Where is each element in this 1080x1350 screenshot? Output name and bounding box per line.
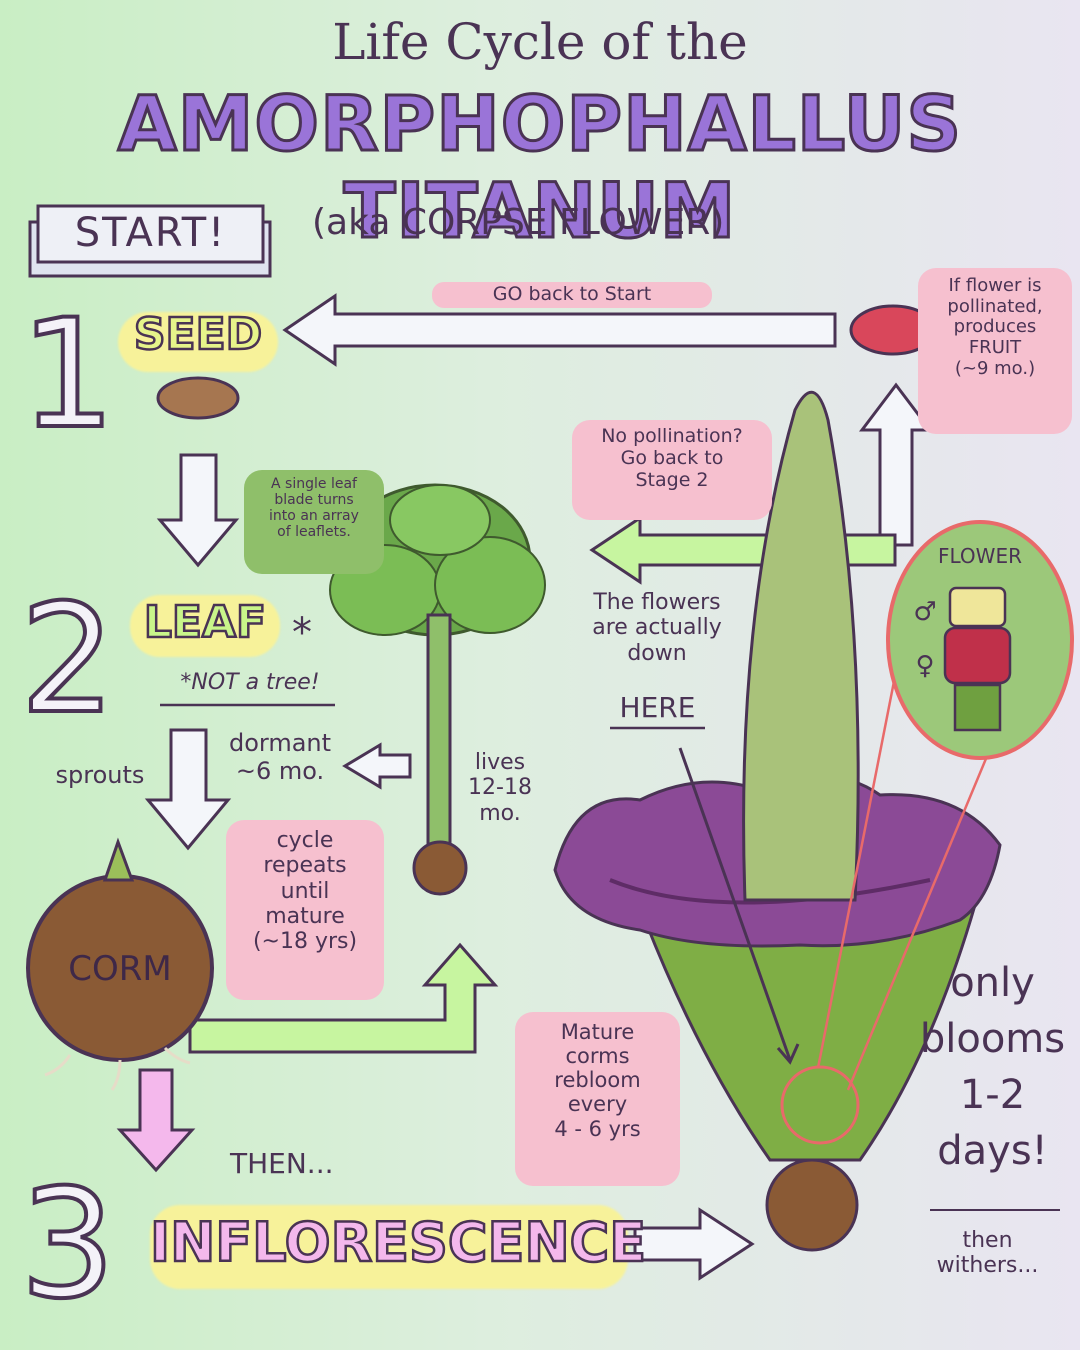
no-pollination-arrow — [589, 515, 897, 585]
stage-1-name: SEED — [133, 308, 264, 361]
seed-icon — [156, 376, 240, 420]
corpse-flower-illustration — [553, 390, 1002, 1252]
seed-highlight — [118, 312, 278, 372]
start-label: START! — [74, 210, 227, 256]
not-a-tree-note: *NOT a tree! — [180, 670, 320, 695]
fruit-note: If flower is pollinated, produces FRUIT … — [947, 275, 1043, 379]
stage-2-name: LEAF — [143, 596, 268, 649]
stage-1-number: 1 — [18, 288, 117, 462]
no-pollination-note: No pollination? Go back to Stage 2 — [601, 425, 743, 491]
fruit-note-bg — [918, 268, 1072, 434]
flower-box-label: FLOWER — [938, 544, 1022, 568]
flower-inset — [886, 520, 1074, 760]
leaf-asterisk: * — [292, 610, 312, 656]
corm-label: CORM — [68, 949, 172, 989]
female-symbol: ♀ — [915, 651, 935, 681]
stage-3-number: 3 — [18, 1158, 117, 1332]
mature-corms-bg — [515, 1012, 680, 1186]
no-pollination-bg — [572, 420, 772, 520]
go-back-arrow — [282, 293, 837, 367]
dormant-arrow — [342, 742, 412, 790]
corm-illustration — [26, 837, 214, 1091]
then-label: THEN... — [230, 1147, 334, 1180]
stage-3-name: INFLORESCENCE — [149, 1210, 648, 1275]
seed-to-leaf-arrow — [156, 453, 240, 568]
leaf-note-bg — [244, 470, 384, 574]
stage-2-number: 2 — [18, 573, 117, 747]
dormant-label: dormant ~6 mo. — [228, 729, 332, 785]
sprouts-arrow — [144, 728, 232, 851]
start-badge — [36, 204, 265, 264]
flowers-here-label: The flowers are actually down — [592, 590, 722, 666]
title-line-1: Life Cycle of the — [332, 13, 748, 71]
subtitle: (aka CORPSE FLOWER) — [312, 202, 725, 243]
cycle-repeats-bg — [226, 820, 384, 1000]
cycle-repeats-note: cycle repeats until mature (~18 yrs) — [252, 828, 358, 955]
then-withers-label: then withers... — [936, 1228, 1039, 1279]
corm-to-inflorescence-arrow — [116, 1068, 196, 1173]
pollination-up-arrow — [858, 382, 934, 547]
leaf-highlight — [130, 595, 280, 657]
go-back-label: GO back to Start — [432, 282, 712, 308]
inflorescence-highlight — [150, 1205, 628, 1289]
sprouts-label: sprouts — [55, 761, 145, 789]
mature-corms-note: Mature corms rebloom every 4 - 6 yrs — [554, 1020, 641, 1141]
male-symbol: ♂ — [913, 597, 937, 627]
leaf-note: A single leaf blade turns into an array … — [269, 476, 359, 541]
title-line-2: AMORPHOPHALLUS TITANUM — [116, 78, 963, 256]
inflorescence-arrow — [633, 1207, 755, 1281]
corm-to-leaf-arrow — [188, 942, 499, 1054]
here-label: HERE — [619, 691, 696, 724]
only-blooms-label: only blooms 1-2 days! — [919, 960, 1066, 1174]
lives-label: lives 12-18 mo. — [468, 750, 532, 826]
leaf-plant-illustration — [329, 483, 546, 896]
